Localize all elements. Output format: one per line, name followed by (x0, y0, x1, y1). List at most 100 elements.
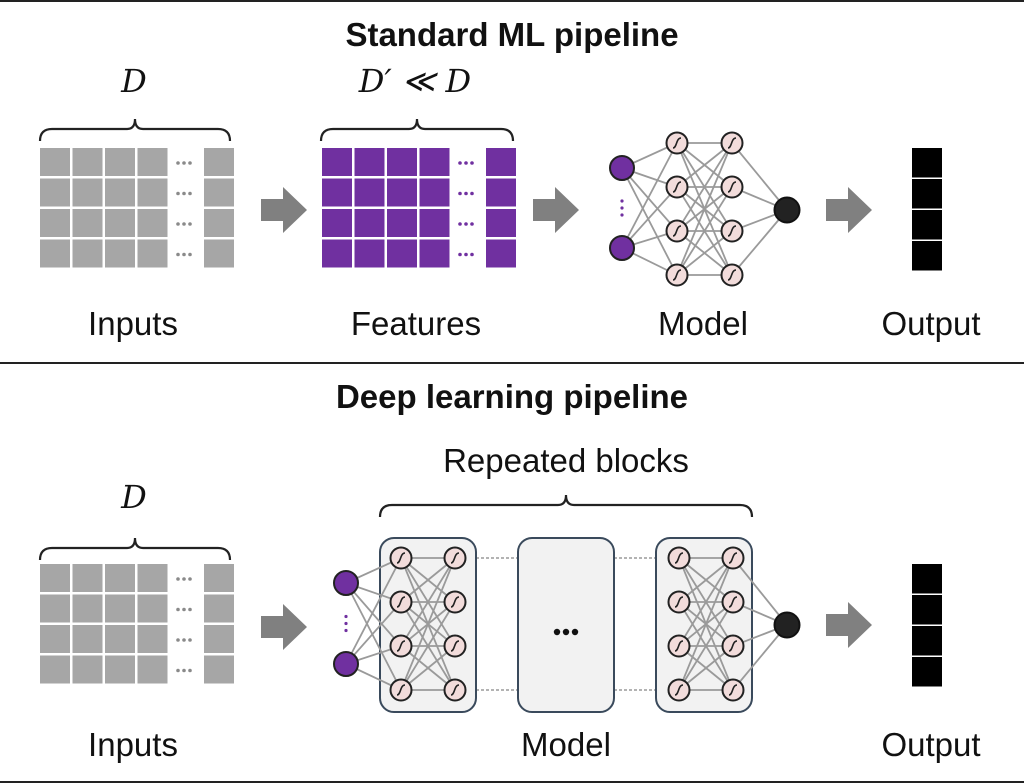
sigmoid-icon (727, 137, 737, 149)
sigmoid-icon (450, 596, 460, 608)
grid-cell (204, 655, 234, 684)
grid-cell (419, 178, 450, 207)
deep-pipeline-title: Deep learning pipeline (335, 378, 689, 415)
grid-cell (204, 178, 234, 207)
connection (678, 645, 734, 691)
inputs-brace (38, 118, 232, 142)
connection (345, 582, 402, 691)
grid-cell (387, 148, 417, 176)
grid-cell (40, 655, 70, 684)
connection (621, 167, 678, 232)
ellipsis-icon (188, 252, 192, 257)
hidden-node (443, 678, 467, 702)
output-node (773, 196, 801, 224)
output-cell (912, 148, 942, 178)
output-cell (912, 210, 942, 240)
grid-cell (137, 594, 168, 623)
sigmoid-icon (728, 684, 738, 696)
ellipsis-icon (464, 252, 468, 257)
inputs-dim-label: D (121, 62, 147, 100)
ellipsis-icon (464, 161, 468, 165)
sigmoid-icon (396, 552, 406, 564)
grid-cell (105, 625, 135, 653)
standard-model-network (609, 131, 801, 287)
grid-cell (322, 239, 352, 268)
hidden-node (665, 263, 689, 287)
top-border (0, 0, 1024, 2)
repeated-blocks-brace (378, 494, 754, 518)
ellipsis-dot (571, 628, 579, 636)
stage-label-inputs: Inputs (88, 305, 178, 342)
right-arrow-icon (826, 602, 872, 648)
grid-cell (137, 564, 168, 592)
ellipsis-icon (188, 577, 192, 581)
hidden-node (720, 263, 744, 287)
grid-cell (72, 625, 103, 653)
output-cell (912, 626, 942, 656)
output-cell (912, 241, 942, 271)
grid-cell (387, 239, 417, 268)
grid-cell (486, 209, 516, 237)
right-arrow-icon (533, 187, 579, 233)
sigmoid-icon (450, 684, 460, 696)
ellipsis-icon (176, 222, 180, 226)
grid-cell (137, 655, 168, 684)
grid-cell (105, 594, 135, 623)
grid-cell (40, 239, 70, 268)
deep-stage-label-inputs: Inputs (88, 726, 178, 763)
deep-stage-label-model: Model (521, 726, 611, 763)
connection (731, 209, 788, 276)
sigmoid-icon (674, 684, 684, 696)
ellipsis-icon (182, 607, 186, 612)
input-node (333, 651, 359, 677)
repeated-blocks-label: Repeated blocks (443, 442, 689, 479)
ellipsis-icon (176, 577, 180, 581)
output-cell (912, 179, 942, 209)
connection (676, 230, 733, 276)
grid-cell (204, 148, 234, 176)
ellipsis-icon (176, 191, 180, 196)
grid-cell (322, 209, 352, 237)
ellipsis-icon (182, 191, 186, 196)
deep-input-grid (40, 564, 234, 684)
grid-cell (72, 564, 103, 592)
ellipsis-icon (188, 668, 192, 673)
ellipsis-icon (176, 668, 180, 673)
hidden-node (721, 546, 745, 570)
ellipsis-icon (182, 161, 186, 165)
connection (345, 601, 402, 665)
hidden-node (665, 175, 689, 199)
grid-cell (72, 239, 103, 268)
grid-cell (40, 594, 70, 623)
grid-cell (354, 209, 385, 237)
grid-cell (40, 178, 70, 207)
input-node (609, 235, 635, 261)
connection (678, 601, 734, 691)
right-arrow-icon (261, 187, 307, 233)
last-block-network (667, 546, 801, 702)
sigmoid-icon (728, 640, 738, 652)
output-node (773, 611, 801, 639)
hidden-node (667, 678, 691, 702)
stage-label-model: Model (658, 305, 748, 342)
grid-cell (204, 209, 234, 237)
sigmoid-icon (727, 269, 737, 281)
grid-cell (322, 178, 352, 207)
grid-cell (137, 209, 168, 237)
deep-inputs-brace (38, 537, 232, 561)
grid-cell (105, 564, 135, 592)
sigmoid-icon (396, 596, 406, 608)
ellipsis-icon (182, 222, 186, 226)
ellipsis-icon (176, 252, 180, 257)
ellipsis-icon (188, 161, 192, 165)
bottom-border (0, 781, 1024, 783)
output-cell (912, 595, 942, 625)
grid-cell (40, 209, 70, 237)
grid-cell (40, 564, 70, 592)
stage-label-features: Features (350, 305, 482, 342)
grid-cell (137, 239, 168, 268)
grid-cell (204, 239, 234, 268)
grid-cell (137, 148, 168, 176)
sigmoid-icon (728, 552, 738, 564)
